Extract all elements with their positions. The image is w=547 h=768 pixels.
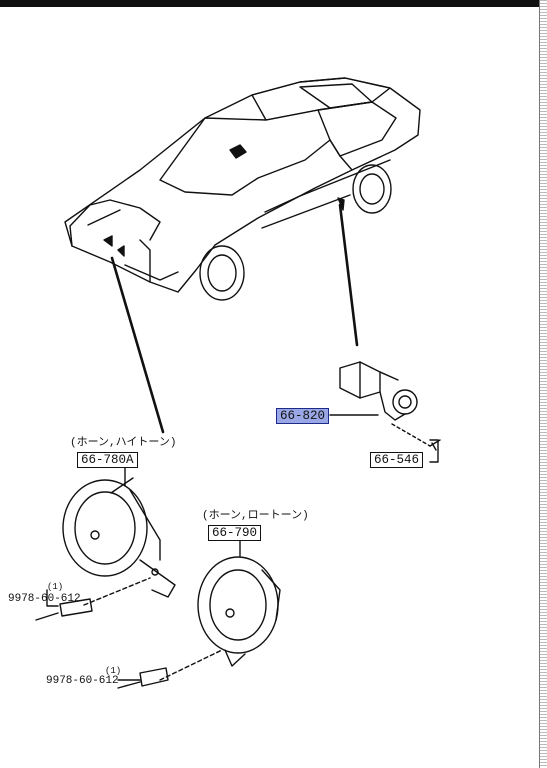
- car-illustration: [64, 77, 421, 301]
- part-number-bolt-2[interactable]: 9978-60-612: [46, 675, 119, 687]
- part-number-horn-high[interactable]: 66-780A: [77, 452, 138, 468]
- part-number-switch-screw[interactable]: 66-546: [370, 452, 424, 468]
- quantity-label-bolt-1: (1): [47, 582, 64, 592]
- page-edge: [539, 0, 547, 768]
- caption-high-tone: (ホーン,ハイトーン): [70, 437, 177, 449]
- horn-switch-illustration: [329, 361, 441, 463]
- caption-low-tone: (ホーン,ロートーン): [202, 510, 309, 522]
- part-number-horn-low[interactable]: 66-790: [208, 525, 262, 541]
- horn-high-illustration: [35, 477, 176, 621]
- header-bar: [0, 0, 540, 7]
- part-number-bolt-1[interactable]: 9978-60-612: [8, 593, 81, 605]
- part-number-switch[interactable]: 66-820: [276, 408, 330, 424]
- leader-lines: [110, 203, 359, 434]
- horn-low-illustration: [117, 539, 281, 689]
- quantity-label-bolt-2: (1): [105, 666, 122, 676]
